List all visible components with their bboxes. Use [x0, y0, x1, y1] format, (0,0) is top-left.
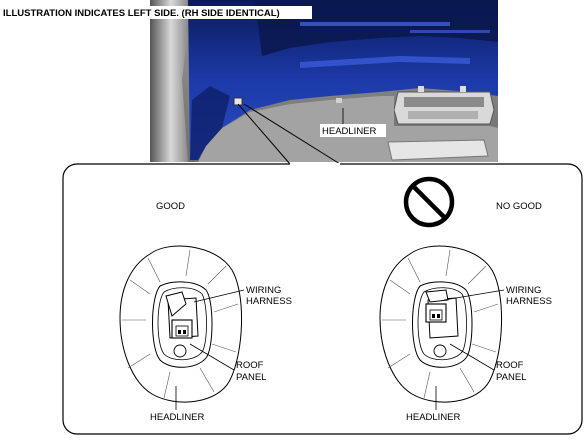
good-roof-panel-label-2: PANEL	[236, 372, 266, 383]
top-headliner-label-bg	[320, 124, 386, 137]
prohibited-icon	[403, 176, 455, 228]
good-wiring-harness-label-2: HARNESS	[246, 296, 292, 307]
connector-location	[233, 97, 243, 106]
good-wiring-harness-label-1: WIRING	[246, 285, 281, 296]
vehicle-roof-view: HEADLINER	[150, 0, 498, 162]
no-good-headliner-label: HEADLINER	[406, 412, 461, 423]
illustration-caption: ILLUSTRATION INDICATES LEFT SIDE. (RH SI…	[3, 8, 280, 19]
no-good-title: NO GOOD	[496, 201, 542, 212]
a-pillar	[150, 0, 192, 162]
good-roof-hole	[173, 344, 187, 358]
no-good-wiring-harness-label-1: WIRING	[506, 285, 541, 296]
no-good-roof-panel-label-1: ROOF	[496, 360, 524, 371]
top-headliner-label: HEADLINER	[322, 126, 377, 137]
no-good-roof-panel-label-2: PANEL	[496, 372, 526, 383]
rear-view-mirror	[387, 139, 489, 161]
good-headliner-label: HEADLINER	[150, 412, 205, 423]
good-title: GOOD	[156, 201, 185, 212]
no-good-wiring-harness-label-2: HARNESS	[506, 296, 552, 307]
overhead-console	[393, 86, 495, 125]
good-roof-panel-label-1: ROOF	[236, 360, 264, 371]
no-good-roof-hole	[433, 344, 447, 358]
no-good-panel: NO GOOD WIRING HARN	[379, 176, 552, 423]
good-panel: GOOD WIRING	[119, 201, 292, 423]
